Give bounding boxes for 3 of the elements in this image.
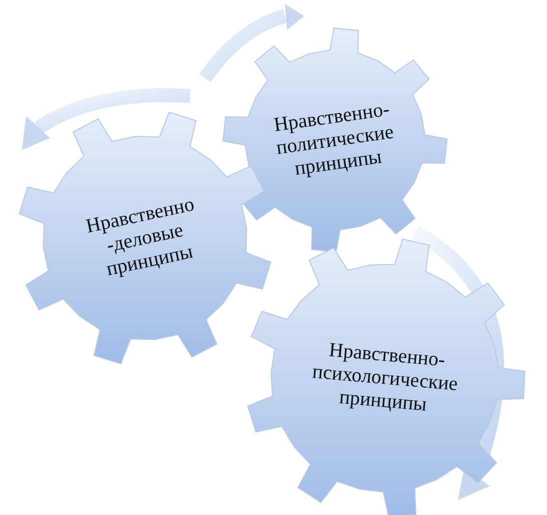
- gear-label: Нравственно-политические принципы: [271, 96, 396, 182]
- gear-label: Нравственно-психологические принципы: [310, 338, 460, 418]
- gear-label: Нравственно -деловые принципы: [83, 192, 198, 282]
